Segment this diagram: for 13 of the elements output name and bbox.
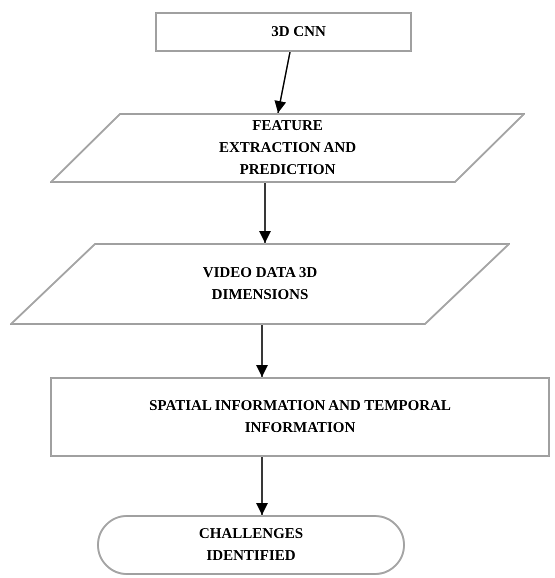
node-label: SPATIAL INFORMATION AND TEMPORAL INFORMATION — [148, 397, 452, 438]
process-box — [155, 12, 412, 52]
node-label: VIDEO DATA 3D DIMENSIONS — [202, 264, 318, 305]
node-label: CHALLENGES IDENTIFIED — [198, 525, 304, 566]
arrow — [256, 325, 268, 377]
data-parallelogram — [50, 113, 525, 183]
arrow — [274, 52, 291, 114]
data-parallelogram — [10, 243, 510, 325]
process-box — [50, 377, 550, 457]
arrow — [256, 457, 268, 515]
node-label: 3D CNN — [270, 23, 326, 42]
node-label: FEATURE EXTRACTION AND PREDICTION — [218, 117, 358, 180]
arrow — [259, 183, 271, 243]
